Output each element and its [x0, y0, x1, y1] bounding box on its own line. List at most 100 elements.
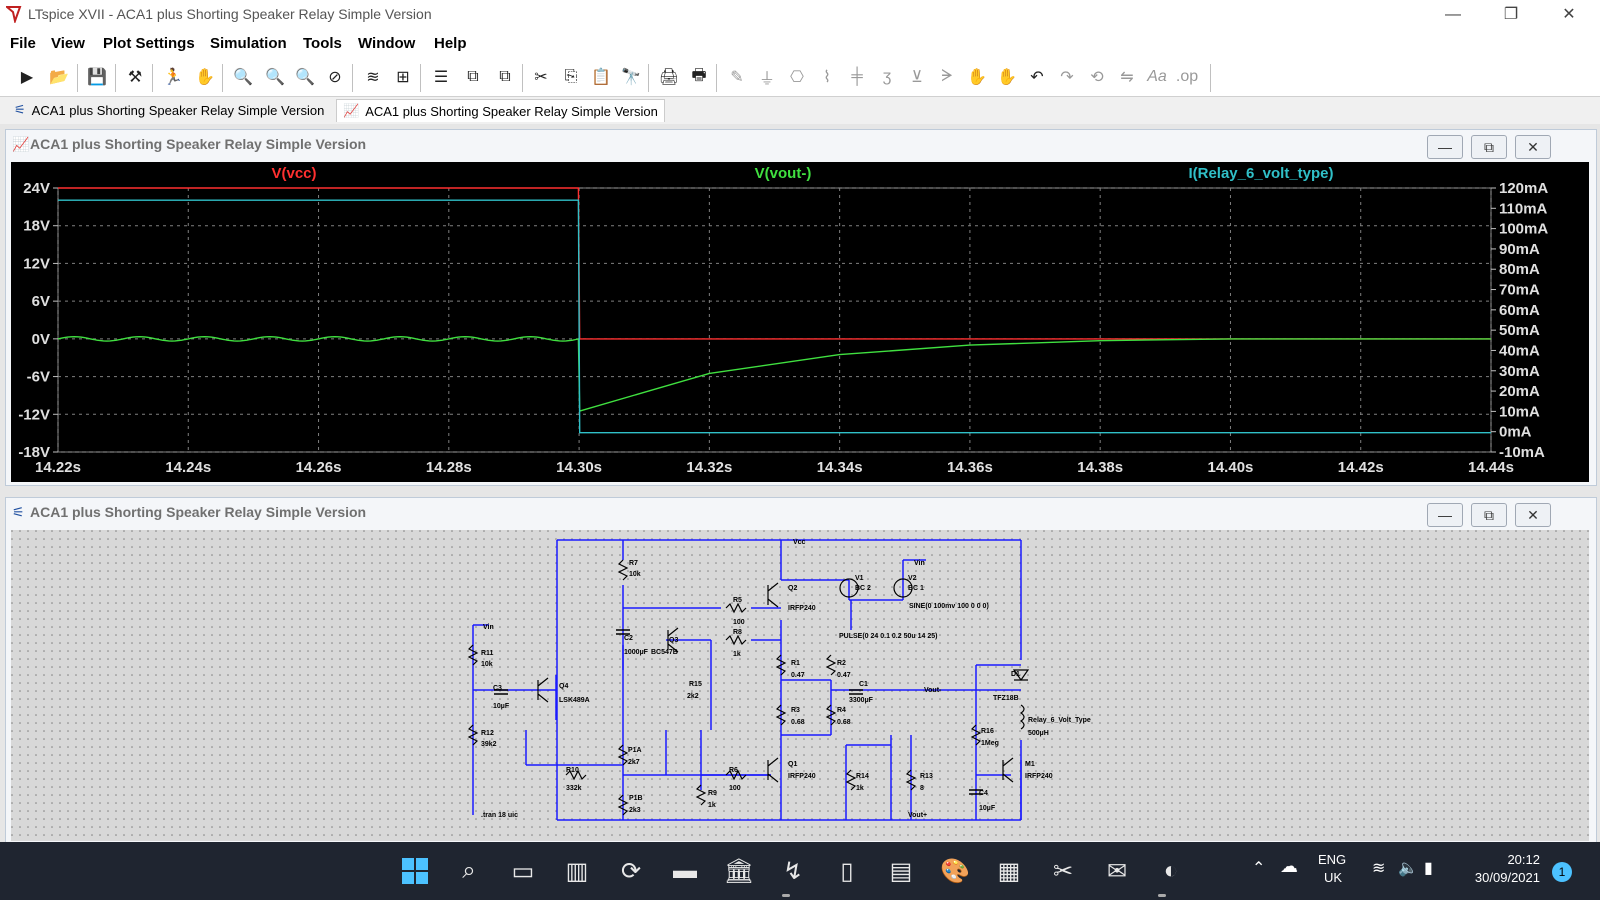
- calculator-icon[interactable]: ▦: [997, 857, 1021, 885]
- capacitor-icon[interactable]: ╪: [851, 68, 863, 85]
- schematic-label: 0.68: [837, 719, 851, 726]
- autorange-icon[interactable]: ≋: [366, 69, 380, 86]
- copy-icon[interactable]: ⎘: [564, 68, 578, 85]
- diode-icon[interactable]: ⊻: [911, 69, 923, 86]
- save-icon[interactable]: 💾: [87, 69, 107, 86]
- child-restore-button[interactable]: ⧉: [1471, 503, 1507, 527]
- undo-icon[interactable]: ↶: [1030, 69, 1044, 86]
- child-close-button[interactable]: ✕: [1515, 503, 1551, 527]
- run-sim-icon[interactable]: 🏃: [163, 69, 183, 86]
- resistor-icon[interactable]: ⌇: [823, 69, 831, 86]
- waveform-icon: 📈: [12, 136, 30, 152]
- close-button[interactable]: ✕: [1562, 6, 1576, 23]
- x-tick-label: 14.28s: [426, 459, 472, 476]
- tab-waveform[interactable]: 📈 ACA1 plus Shorting Speaker Relay Simpl…: [336, 99, 665, 122]
- open-folder-icon[interactable]: 📂: [49, 69, 69, 86]
- pan-hand-icon[interactable]: ✋: [195, 69, 215, 86]
- widgets-icon[interactable]: ▥: [565, 857, 589, 885]
- capacitor-symbol: [616, 629, 630, 635]
- menu-window[interactable]: Window: [358, 35, 416, 52]
- control-panel-icon[interactable]: ⚒: [127, 69, 143, 86]
- text-icon[interactable]: Aa: [1147, 68, 1167, 85]
- ltspice-taskbar-icon[interactable]: ↯: [782, 857, 804, 885]
- search-icon[interactable]: ⌕: [462, 857, 476, 884]
- zoom-cancel-icon[interactable]: ⊘: [328, 69, 342, 86]
- menu-simulation[interactable]: Simulation: [210, 35, 287, 52]
- inductor-icon[interactable]: ʒ: [882, 68, 892, 85]
- language-region[interactable]: UK: [1324, 870, 1343, 885]
- child-minimize-button[interactable]: —: [1427, 135, 1463, 159]
- schematic-label: Q4: [559, 683, 568, 690]
- menu-help[interactable]: Help: [434, 35, 467, 52]
- diode-symbol: [1012, 669, 1030, 682]
- language-code[interactable]: ENG: [1318, 852, 1347, 867]
- print-icon[interactable]: 🖨: [658, 69, 680, 86]
- schematic-label: 1000µF: [624, 649, 649, 656]
- trace-label-vout[interactable]: V(vout-): [755, 165, 812, 182]
- snipping-tool-icon[interactable]: ✂: [1052, 857, 1074, 885]
- move-hand-icon[interactable]: ✋: [967, 69, 987, 86]
- clock-date[interactable]: 30/09/2021: [1474, 870, 1540, 885]
- schematic-label: R7: [629, 560, 638, 567]
- schematic-label: 332k: [566, 785, 582, 792]
- mirror-icon[interactable]: ⇋: [1120, 69, 1134, 86]
- notepad-icon[interactable]: ▤: [889, 857, 913, 885]
- cascade-icon[interactable]: ⧉: [499, 68, 511, 85]
- notification-badge[interactable]: 1: [1552, 862, 1572, 882]
- label-net-icon[interactable]: ⎔: [790, 69, 804, 86]
- run-icon[interactable]: ▶: [20, 69, 34, 86]
- chevron-up-icon[interactable]: ⌃: [1252, 860, 1266, 877]
- redo-icon[interactable]: ↷: [1060, 69, 1074, 86]
- schematic-label: SINE(0 100mv 100 0 0 0): [909, 603, 989, 610]
- menu-file[interactable]: File: [10, 35, 36, 52]
- restore-button[interactable]: ❐: [1503, 6, 1519, 23]
- trace-label-vcc[interactable]: V(vcc): [271, 165, 316, 182]
- bank-app-icon[interactable]: 🏛: [723, 857, 755, 885]
- cut-icon[interactable]: ✂: [534, 69, 548, 86]
- tab-schematic[interactable]: ⚟ ACA1 plus Shorting Speaker Relay Simpl…: [8, 99, 330, 121]
- menu-view[interactable]: View: [51, 35, 85, 52]
- menu-tools[interactable]: Tools: [303, 35, 342, 52]
- zoom-in-icon[interactable]: 🔍: [233, 69, 253, 86]
- tile-vertical-icon[interactable]: ⧉: [467, 68, 479, 85]
- rotate-icon[interactable]: ⟲: [1090, 69, 1104, 86]
- task-view-icon[interactable]: ▭: [511, 857, 535, 885]
- y-left-tick-label: 6V: [32, 293, 50, 310]
- minimize-button[interactable]: —: [1445, 6, 1461, 23]
- edge-icon[interactable]: ◐: [1163, 857, 1179, 884]
- zoom-area-icon[interactable]: 🔍: [265, 69, 285, 86]
- child-restore-button[interactable]: ⧉: [1471, 135, 1507, 159]
- child-close-button[interactable]: ✕: [1515, 135, 1551, 159]
- zoom-out-icon[interactable]: 🔍: [295, 69, 315, 86]
- menu-plot-settings[interactable]: Plot Settings: [103, 35, 195, 52]
- ground-icon[interactable]: ⏚: [758, 71, 775, 88]
- paste-icon[interactable]: 📋: [591, 69, 611, 86]
- mail-icon[interactable]: ✉: [1106, 857, 1128, 885]
- clock-time[interactable]: 20:12: [1507, 852, 1540, 867]
- schematic-label: Vin: [914, 560, 925, 567]
- paint-icon[interactable]: 🎨: [940, 857, 970, 885]
- volume-icon[interactable]: 🔈: [1398, 860, 1418, 877]
- start-icon[interactable]: [396, 852, 434, 890]
- component-icon[interactable]: ᗒ: [941, 68, 953, 85]
- wifi-icon[interactable]: ≋: [1372, 860, 1386, 877]
- wire-icon[interactable]: ✎: [730, 69, 744, 86]
- child-minimize-button[interactable]: —: [1427, 503, 1463, 527]
- schematic-label: Vcc: [793, 539, 806, 546]
- find-icon[interactable]: 🔭: [621, 69, 641, 86]
- onedrive-cloud-icon[interactable]: ☁: [1280, 856, 1298, 876]
- file-explorer-icon[interactable]: ▬: [673, 857, 697, 884]
- trace-label-relay-current[interactable]: I(Relay_6_volt_type): [1188, 165, 1333, 182]
- manual-limits-icon[interactable]: ⊞: [396, 69, 410, 86]
- toolbar-separator: [352, 64, 353, 92]
- print-preview-icon[interactable]: 🖶: [691, 66, 707, 84]
- drag-hand-icon[interactable]: ✋: [997, 69, 1017, 86]
- schematic-label: Q1: [788, 761, 797, 768]
- teams-icon[interactable]: ⟳: [620, 857, 642, 885]
- battery-icon[interactable]: ▮: [1424, 860, 1433, 877]
- spice-directive-icon[interactable]: .op: [1175, 68, 1199, 85]
- tile-horizontal-icon[interactable]: ☰: [433, 69, 449, 86]
- notepad-file-icon[interactable]: ▯: [840, 857, 854, 885]
